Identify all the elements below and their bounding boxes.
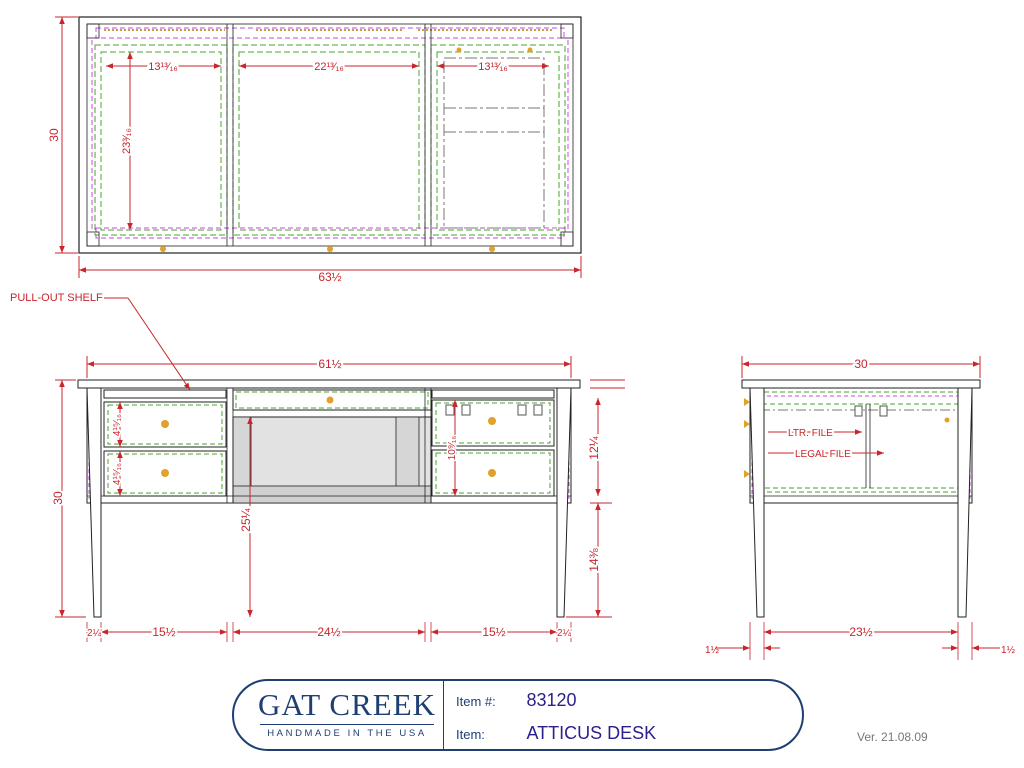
- plan-opening-depth-label: 23³⁄₁₆: [121, 128, 133, 154]
- leg-left-width-label: 2¼: [87, 627, 102, 639]
- left-case-width-label: 15½: [152, 625, 175, 639]
- side-view: LTR. FILE LEGAL FILE 30 23½ 1½ 1½: [705, 355, 1016, 660]
- left-drawer-2-label: 4¹⁵⁄₁₆: [112, 463, 123, 485]
- drawer-depth-label: 12¼: [587, 435, 601, 459]
- plan-depth-label: 30: [47, 128, 61, 142]
- brand-logo: GAT CREEK HANDMADE IN THE USA: [252, 687, 442, 741]
- item-name-label: Item:: [456, 727, 485, 742]
- file-drawer-label: 10⁹⁄₁₆: [447, 436, 458, 460]
- plan-center-opening-label: 22¹³⁄₁₆: [314, 61, 344, 73]
- center-width-label: 24½: [317, 625, 340, 639]
- brand-tagline: HANDMADE IN THE USA: [267, 728, 427, 739]
- item-number-row: Item #: 83120: [456, 690, 577, 711]
- side-left-leg-label: 1½: [705, 645, 720, 656]
- leg-right-width-label: 2¼: [557, 627, 572, 639]
- knee-height-label: 25¼: [239, 507, 253, 531]
- brand-name: GAT CREEK: [257, 687, 437, 722]
- plan-right-opening-label: 13¹³⁄₁₆: [478, 61, 508, 73]
- leg-height-label: 14⅜: [587, 547, 601, 571]
- item-number-label: Item #:: [456, 694, 496, 709]
- right-case-width-label: 15½: [482, 625, 505, 639]
- item-name-value: ATTICUS DESK: [526, 723, 657, 743]
- front-top-width-label: 61½: [318, 357, 341, 371]
- front-view: PULL-OUT SHELF: [10, 292, 625, 642]
- pull-out-shelf-callout: PULL-OUT SHELF: [10, 292, 191, 391]
- side-right-leg-label: 1½: [1001, 645, 1016, 656]
- side-inner-label: 23½: [849, 625, 872, 639]
- left-drawer-1-label: 4¹⁵⁄₁₆: [112, 414, 123, 436]
- brand-rule: [260, 724, 434, 725]
- title-block: GAT CREEK HANDMADE IN THE USA Item #: 83…: [232, 679, 804, 751]
- version-label: Ver. 21.08.09: [857, 730, 928, 744]
- plan-width-label: 63½: [318, 270, 341, 284]
- item-name-row: Item: ATTICUS DESK: [456, 723, 656, 744]
- letter-file-label: LTR. FILE: [788, 428, 833, 439]
- pull-out-shelf-label: PULL-OUT SHELF: [10, 292, 103, 304]
- title-block-divider: [443, 681, 444, 749]
- side-depth-label: 30: [854, 357, 868, 371]
- front-height-label: 30: [51, 491, 65, 505]
- legal-file-label: LEGAL FILE: [795, 449, 851, 460]
- plan-view: 63½ 30 13¹³⁄₁₆ 22¹³⁄₁₆ 13¹³⁄₁₆ 23³⁄₁₆: [47, 16, 582, 284]
- plan-left-opening-label: 13¹³⁄₁₆: [148, 61, 178, 73]
- item-number-value: 83120: [526, 690, 577, 710]
